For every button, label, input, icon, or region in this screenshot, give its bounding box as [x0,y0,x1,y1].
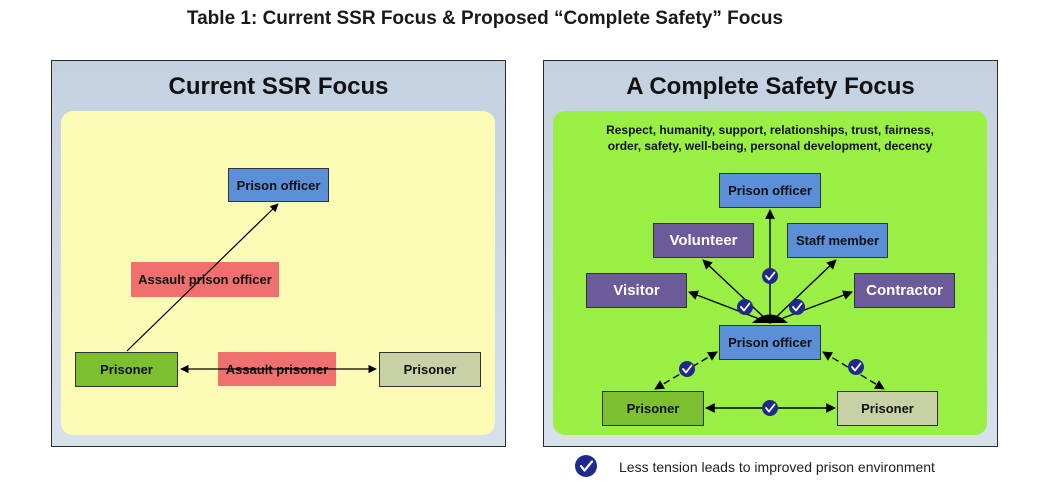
node-prisoner-right-a: Prisoner [602,391,704,426]
values-line-2: order, safety, well-being, personal deve… [607,139,933,153]
node-prisoner-b: Prisoner [379,352,481,387]
node-staff-member: Staff member [787,223,888,258]
page-title: Table 1: Current SSR Focus & Proposed “C… [186,8,784,29]
legend-text: Less tension leads to improved prison en… [619,459,935,475]
current-ssr-panel: Current SSR Focus [51,60,506,447]
label-assault-prisoner: Assault prisoner [218,352,336,386]
node-prison-officer: Prison officer [228,168,329,202]
node-prison-officer-center: Prison officer [719,325,821,360]
values-line-1: Respect, humanity, support, relationship… [606,123,934,137]
label-assault-prison-officer: Assault prison officer [131,262,279,297]
check-circle-icon [575,455,597,477]
complete-safety-panel: A Complete Safety Focus [543,60,998,447]
values-list: Respect, humanity, support, relationship… [560,122,980,154]
node-volunteer: Volunteer [653,223,754,258]
node-prisoner-right-b: Prisoner [837,391,938,426]
node-prisoner-a: Prisoner [75,352,178,387]
panel-title-complete: A Complete Safety Focus [626,73,915,100]
panel-title-current: Current SSR Focus [168,73,389,100]
node-contractor: Contractor [854,273,955,308]
node-prison-officer-top: Prison officer [719,173,821,208]
node-visitor: Visitor [586,273,687,308]
